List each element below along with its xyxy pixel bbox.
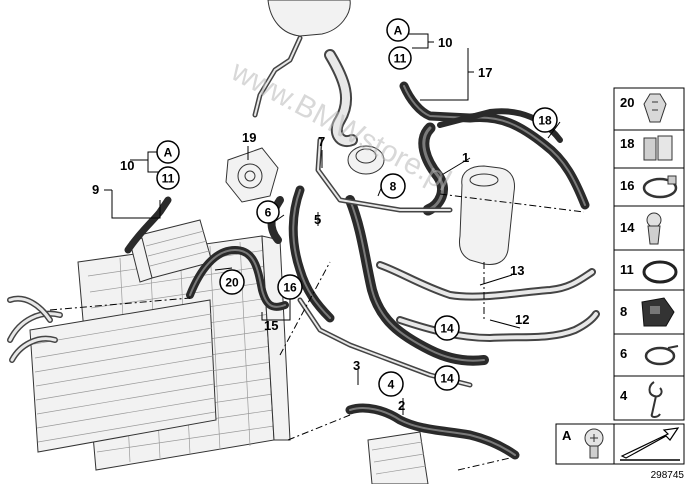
callout-2: 2 bbox=[398, 398, 405, 413]
expansion-tank-top bbox=[252, 0, 351, 118]
callout-a-top: A bbox=[394, 24, 403, 38]
callout-11-left: 11 bbox=[162, 172, 175, 186]
callout-10-top: 10 bbox=[438, 35, 452, 50]
parts-legend: 20 18 16 14 11 8 bbox=[613, 87, 685, 421]
callout-4: 4 bbox=[388, 378, 395, 392]
callout-19: 19 bbox=[242, 130, 256, 145]
callout-12: 12 bbox=[515, 312, 529, 327]
callout-8: 8 bbox=[390, 180, 397, 194]
callout-circle bbox=[386, 18, 410, 42]
electric-water-pump bbox=[225, 147, 279, 203]
bleed-screw-icon bbox=[584, 428, 604, 459]
callout-1: 1 bbox=[462, 150, 469, 165]
callout-circle bbox=[219, 269, 245, 295]
callout-18: 18 bbox=[538, 114, 552, 128]
callout-13: 13 bbox=[510, 263, 524, 278]
callout-16: 16 bbox=[283, 281, 297, 295]
clamp-bracket-icon bbox=[643, 135, 673, 161]
legend-footer: A bbox=[555, 423, 685, 465]
callout-circle bbox=[532, 107, 558, 133]
callouts: A 11 10 17 A 11 10 9 19 7 1 5 15 3 2 13 … bbox=[92, 18, 558, 413]
reference-lines bbox=[49, 193, 585, 471]
callout-6: 6 bbox=[265, 206, 272, 220]
hose-clip-icon bbox=[643, 93, 667, 123]
legend-num-4: 4 bbox=[620, 388, 628, 403]
condenser bbox=[7, 295, 217, 453]
callout-11-top: 11 bbox=[394, 52, 407, 66]
callout-17: 17 bbox=[478, 65, 492, 80]
callout-20: 20 bbox=[225, 276, 239, 290]
o-ring-icon bbox=[642, 260, 678, 284]
legend-footer-letter: A bbox=[562, 428, 572, 443]
callout-a-left: A bbox=[164, 146, 173, 160]
rubber-mount-icon bbox=[641, 297, 675, 327]
clamp-icon bbox=[644, 345, 679, 366]
callout-7: 7 bbox=[318, 134, 325, 149]
thermostat bbox=[347, 145, 385, 175]
callout-5: 5 bbox=[314, 212, 321, 227]
callout-14-upper: 14 bbox=[440, 322, 454, 336]
callout-10-left: 10 bbox=[120, 158, 134, 173]
coolant-reservoir bbox=[459, 165, 515, 265]
leader-lines bbox=[104, 33, 561, 415]
callout-circle bbox=[434, 365, 460, 391]
legend-num-18: 18 bbox=[620, 136, 634, 151]
callout-circle bbox=[378, 371, 404, 397]
lower-component bbox=[367, 431, 429, 484]
callout-15: 15 bbox=[264, 318, 278, 333]
expanding-rivet-icon bbox=[646, 212, 662, 245]
callout-circle bbox=[277, 274, 303, 300]
callout-circle bbox=[388, 46, 412, 70]
callout-circle bbox=[434, 315, 460, 341]
callout-9: 9 bbox=[92, 182, 99, 197]
reference-number: 298745 bbox=[651, 470, 685, 481]
callout-circle bbox=[156, 140, 180, 164]
callout-circle bbox=[380, 173, 406, 199]
callout-14-lower: 14 bbox=[440, 372, 454, 386]
spring-clip-icon bbox=[648, 381, 663, 418]
legend-num-14: 14 bbox=[620, 220, 635, 235]
legend-num-8: 8 bbox=[620, 304, 627, 319]
legend-num-6: 6 bbox=[620, 346, 627, 361]
legend-num-11: 11 bbox=[620, 262, 634, 277]
callout-circle bbox=[256, 200, 280, 224]
legend-num-16: 16 bbox=[620, 178, 634, 193]
callout-3: 3 bbox=[353, 358, 360, 373]
legend-num-20: 20 bbox=[620, 95, 634, 110]
callout-circle bbox=[156, 166, 180, 190]
hose-clamp-icon bbox=[642, 175, 678, 199]
direction-arrow-icon bbox=[620, 427, 680, 461]
coolant-hoses bbox=[124, 81, 590, 460]
